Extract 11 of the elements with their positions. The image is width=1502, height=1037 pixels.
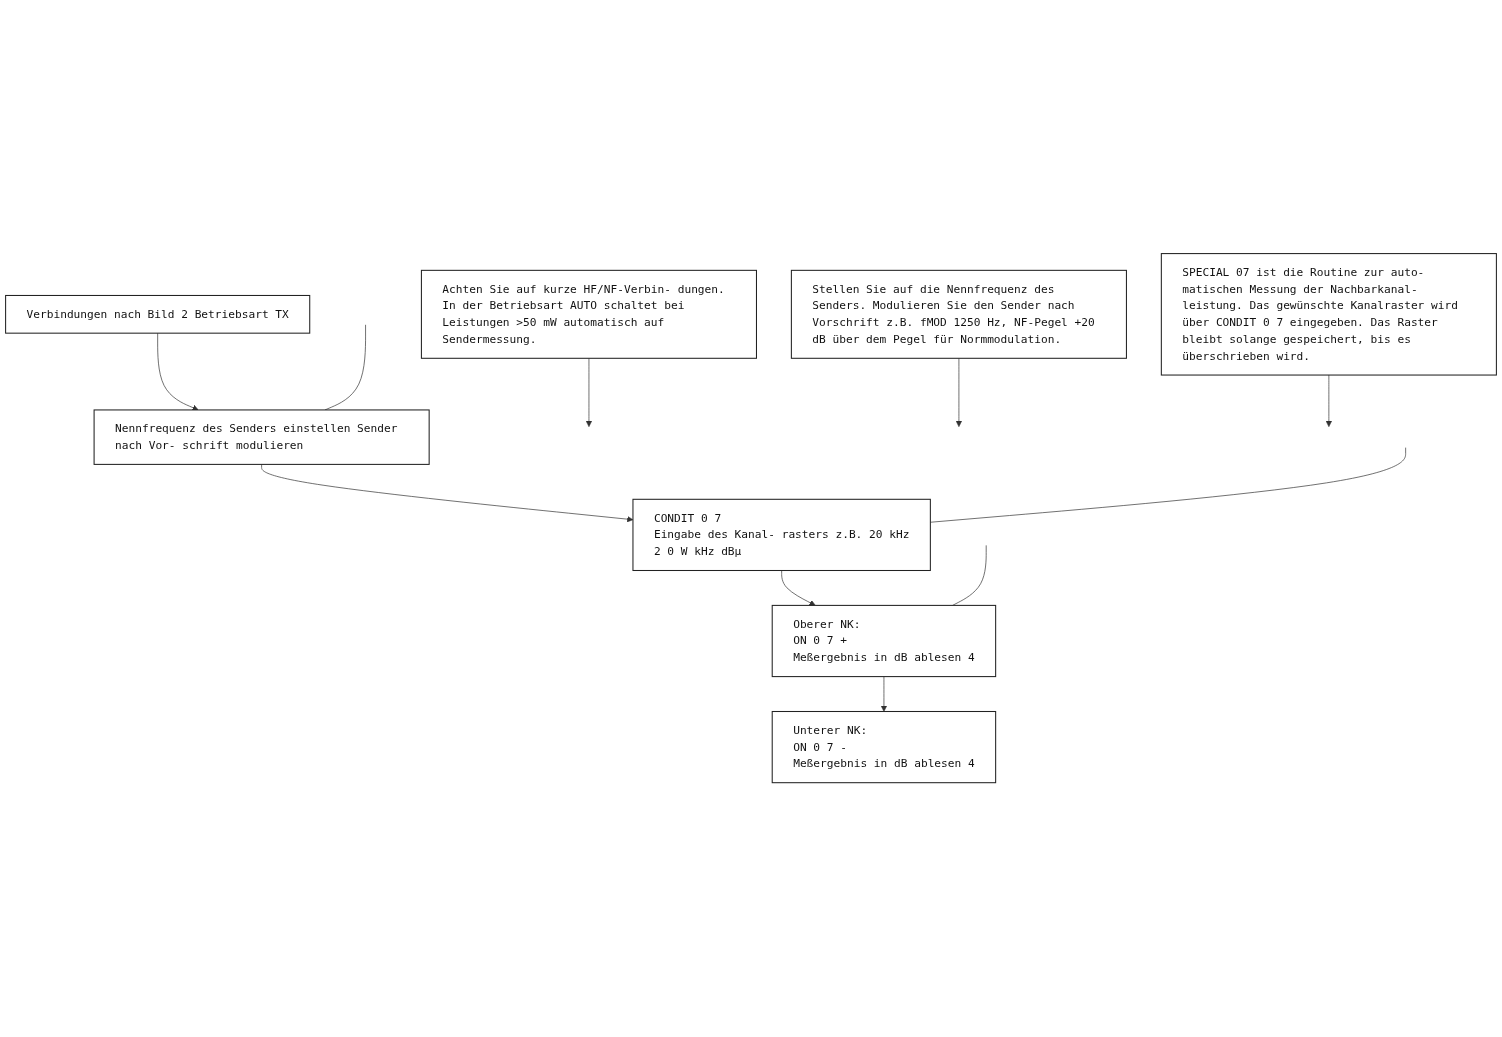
- node-box: Oberer NK: ON 0 7 + Meßergebnis in dB ablesen 4: [771, 605, 997, 678]
- node-box: Stellen Sie auf die Nennfrequenz des Senders. Modulieren Sie den Sender nach Vorschrift z.B. fMOD 1250 Hz, NF-Pegel +20 dB über dem Pegel für Normmodulation.: [790, 270, 1127, 360]
- node-box: Verbindungen nach Bild 2 Betriebsart TX: [5, 295, 311, 335]
- node-box: CONDIT 0 7 Eingabe des Kanal- rasters z.B. 20 kHz 2 0 W kHz dBμ: [632, 499, 931, 572]
- connector: [324, 324, 366, 411]
- connector: [952, 545, 987, 607]
- node-box: Unterer NK: ON 0 7 - Meßergebnis in dB ablesen 4: [771, 711, 997, 784]
- node-box: Nennfrequenz des Senders einstellen Sender nach Vor- schrift modulieren: [93, 409, 430, 466]
- node-box: SPECIAL 07 ist die Routine zur auto- matischen Messung der Nachbarkanal- leistung. Das gewünschte Kanalraster wird über CONDIT 0 7 eingegeben. Das Raster bleibt solange gespeichert, bis es überschrieben wird.: [1160, 253, 1497, 376]
- connector: [930, 447, 1406, 523]
- node-box: Achten Sie auf kurze HF/NF-Verbin- dungen. In der Betriebsart AUTO schaltet bei Leistungen >50 mW automatisch auf Sendermessung.: [420, 270, 757, 360]
